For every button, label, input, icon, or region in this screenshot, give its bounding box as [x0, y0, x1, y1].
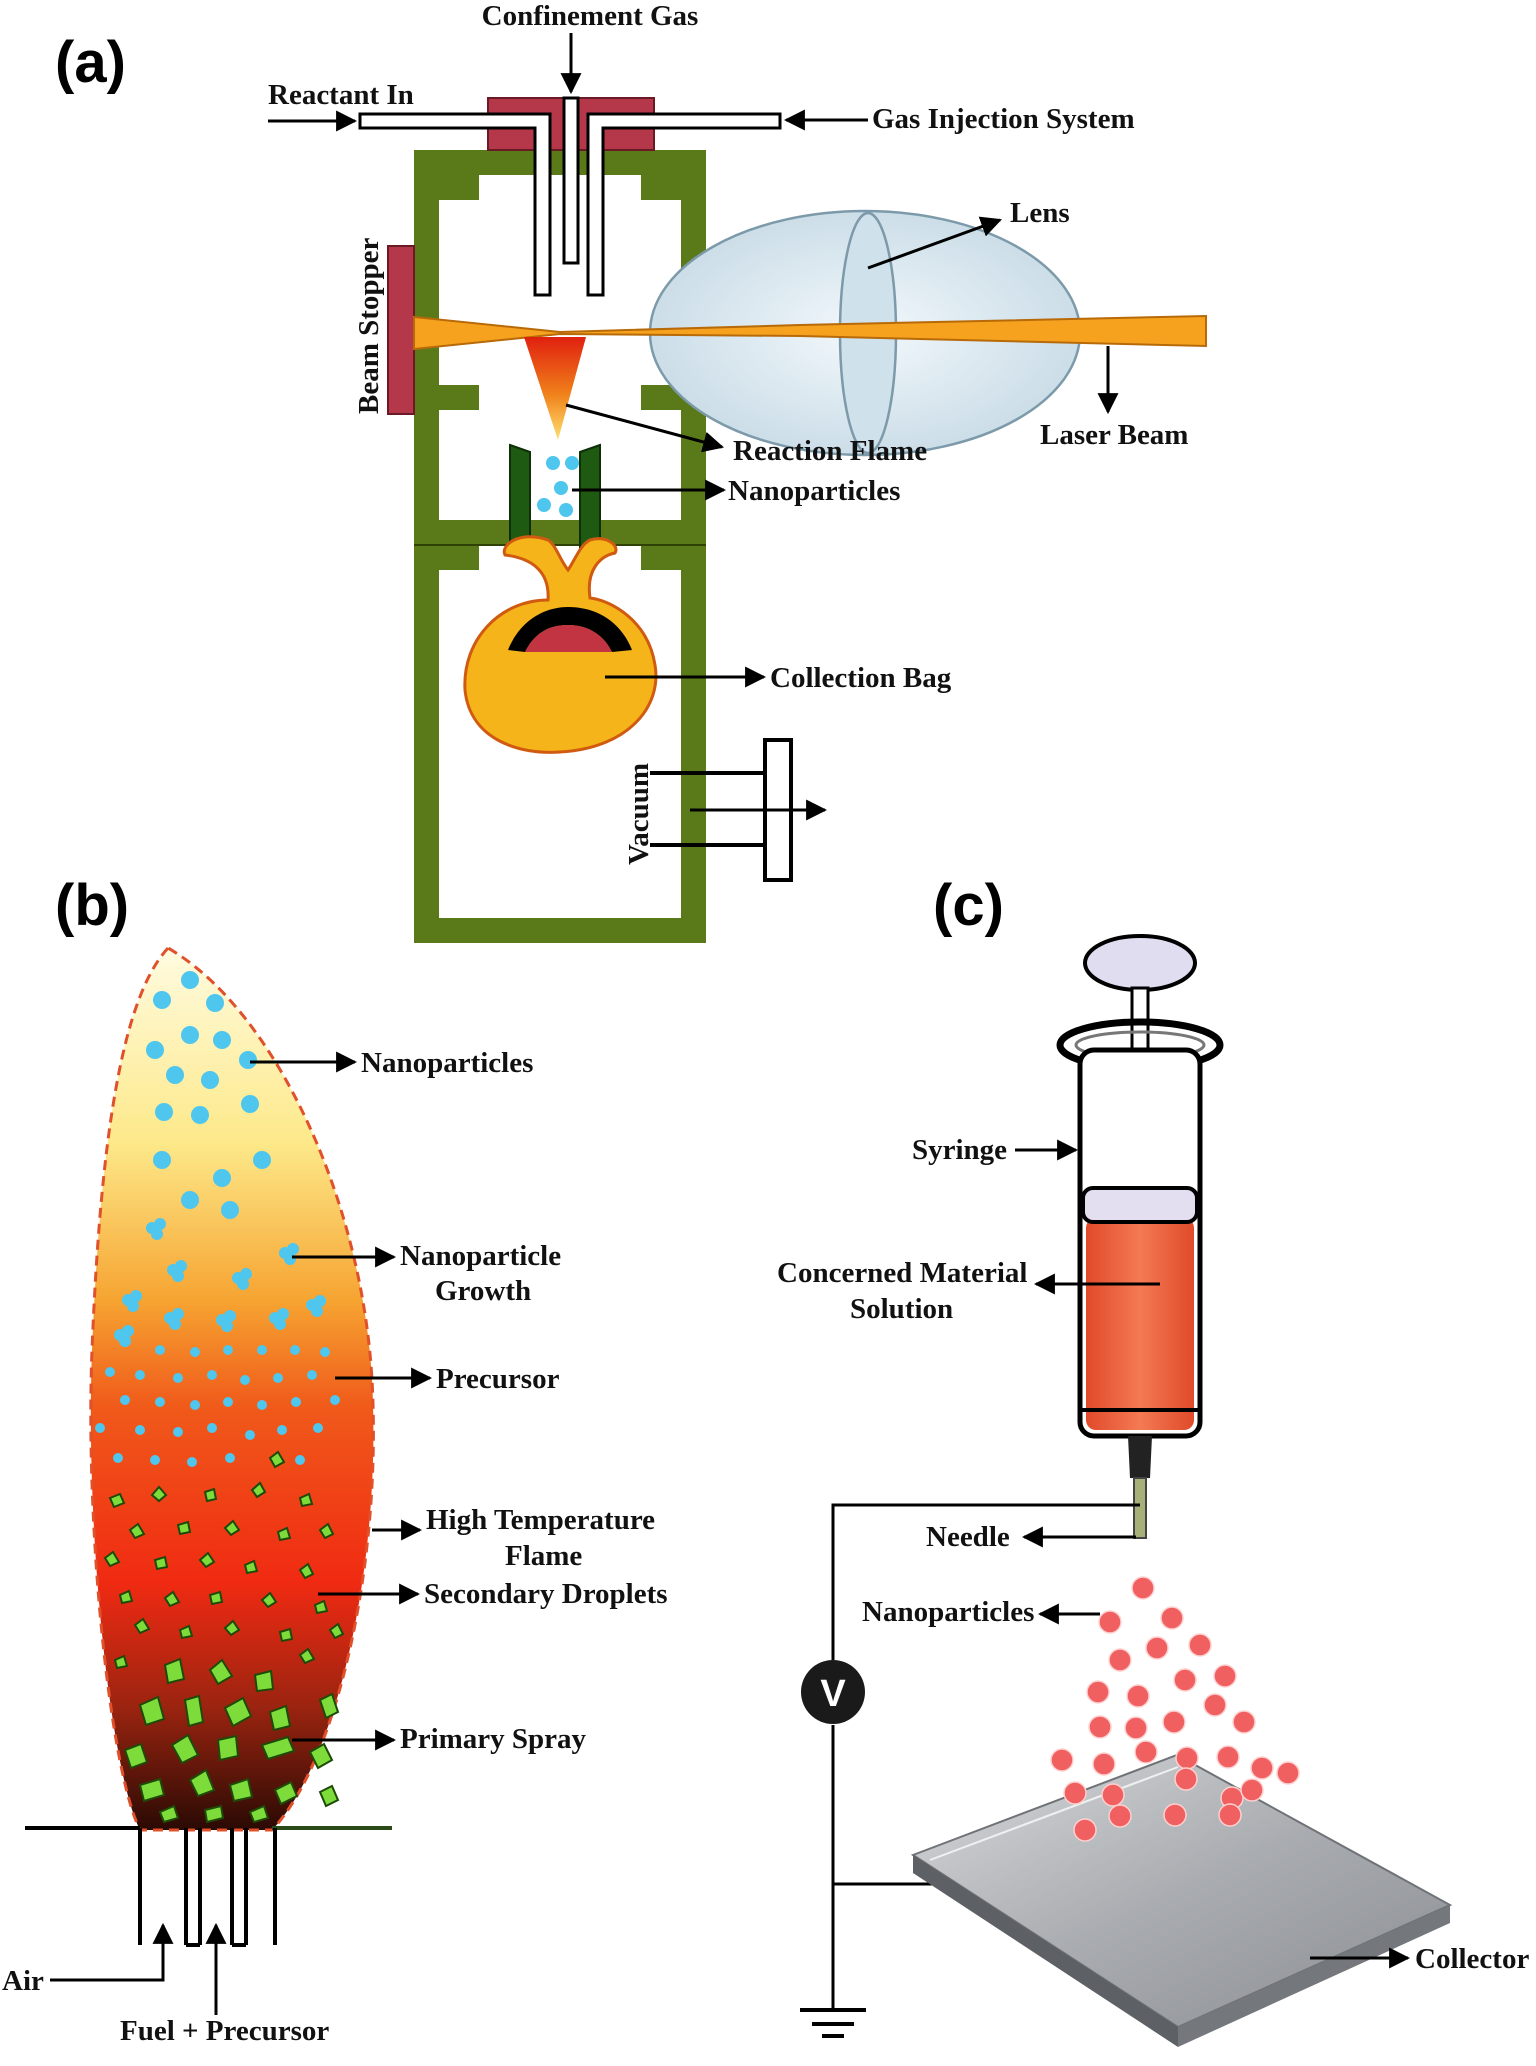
panel-a: (a)	[55, 0, 1207, 943]
label-confinement-gas: Confinement Gas	[482, 0, 699, 32]
nanoparticles-a	[537, 456, 579, 517]
voltmeter	[801, 1660, 865, 1724]
label-precursor: Precursor	[436, 1363, 560, 1395]
label-collector: Collector	[1415, 1943, 1529, 1975]
plunger-stopper	[1081, 1186, 1199, 1224]
sprayed-nanoparticles	[1050, 1576, 1300, 1842]
voltmeter-label: V	[820, 1673, 846, 1715]
panel-a-letter: (a)	[55, 30, 126, 95]
label-primary-spray: Primary Spray	[400, 1723, 587, 1755]
reaction-flame	[524, 337, 586, 440]
panel-c: (c) V	[777, 873, 1529, 2047]
collection-nozzle	[509, 443, 601, 556]
label-vacuum: Vacuum	[623, 763, 655, 865]
needle	[1133, 1477, 1147, 1539]
laser-beam	[413, 314, 1207, 351]
nanoparticles-b	[146, 971, 271, 1219]
panel-b: (b)	[2, 873, 668, 2047]
label-nanoparticles-b: Nanoparticles	[361, 1047, 533, 1079]
label-needle: Needle	[926, 1521, 1010, 1553]
label-htf-line2: Flame	[505, 1540, 582, 1572]
label-fuel-precursor: Fuel + Precursor	[120, 2015, 329, 2047]
label-nanoparticles-a: Nanoparticles	[728, 475, 900, 507]
beam-stopper	[387, 245, 415, 415]
panel-b-letter: (b)	[55, 873, 129, 938]
label-laser-beam: Laser Beam	[1040, 419, 1188, 451]
collection-chamber	[414, 544, 706, 943]
label-solution-line1: Concerned Material	[777, 1257, 1027, 1289]
burner-tubes	[138, 1828, 277, 1947]
primary-spray	[123, 1657, 340, 1824]
precursor-particles	[95, 1345, 340, 1467]
panel-c-letter: (c)	[933, 873, 1004, 938]
needle-hub	[1128, 1436, 1152, 1478]
vacuum-port	[650, 738, 828, 882]
label-growth-line1: Nanoparticle	[400, 1240, 561, 1272]
collector-plate	[910, 1753, 1453, 2047]
label-htf-line1: High Temperature	[426, 1504, 655, 1536]
label-beam-stopper: Beam Stopper	[353, 237, 385, 414]
secondary-droplets	[103, 1450, 345, 1670]
label-reactant-in: Reactant In	[268, 79, 414, 111]
plunger-head	[1083, 934, 1197, 992]
bag-collar-inner	[525, 625, 612, 652]
material-solution	[1086, 1218, 1194, 1430]
label-solution-line2: Solution	[850, 1293, 953, 1325]
label-syringe: Syringe	[912, 1134, 1007, 1166]
label-reaction-flame: Reaction Flame	[733, 435, 927, 467]
bag-collar	[508, 607, 632, 652]
arrow-air	[50, 1922, 174, 1982]
label-gas-injection: Gas Injection System	[872, 103, 1135, 135]
label-nanoparticles-c: Nanoparticles	[862, 1596, 1034, 1628]
label-air: Air	[2, 1965, 44, 1997]
label-lens: Lens	[1010, 197, 1070, 229]
label-growth-line2: Growth	[435, 1275, 531, 1307]
arrow-lens	[867, 216, 1002, 270]
label-collection-bag: Collection Bag	[770, 662, 952, 694]
gas-injection-tubes	[358, 96, 782, 297]
arrow-reaction-flame	[565, 403, 725, 453]
label-secondary-droplets: Secondary Droplets	[424, 1578, 668, 1610]
